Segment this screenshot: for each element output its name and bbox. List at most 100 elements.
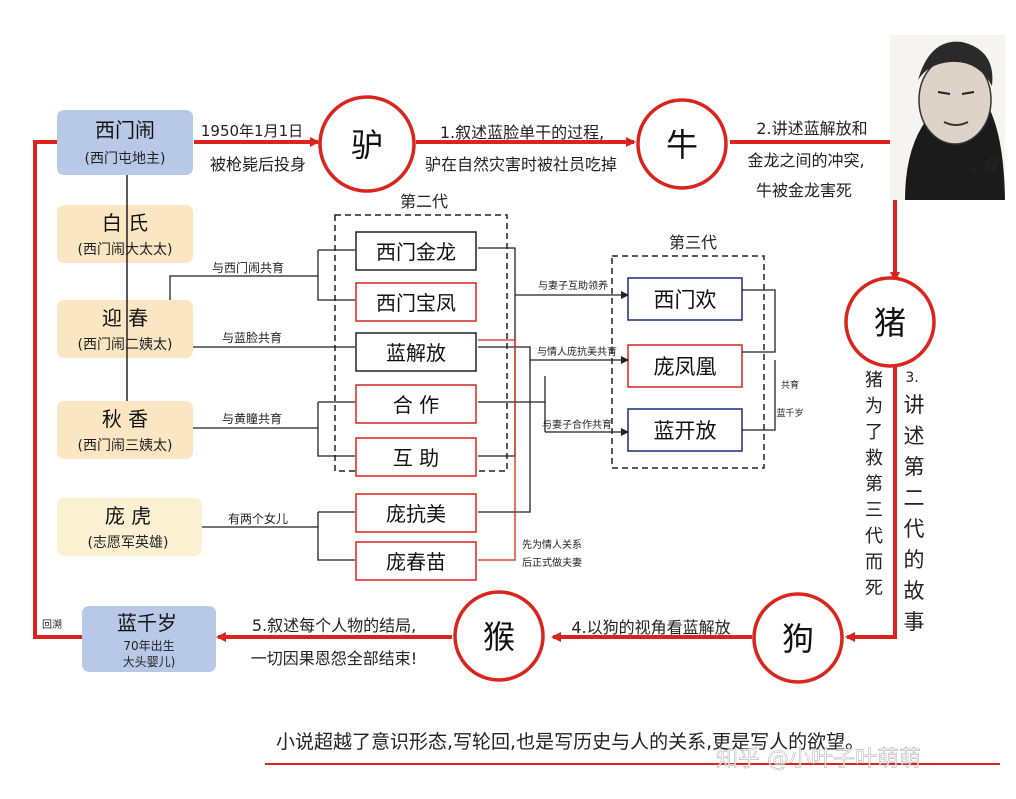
stage5-title: 5.叙述每个人物的结局, — [252, 616, 416, 635]
third-gen-item: 蓝开放 — [627, 408, 743, 452]
relation-with-ximen: 与西门闹共育 — [212, 260, 284, 275]
second-gen-label: 西门宝凤 — [376, 291, 456, 315]
stage3-note-char: 代 — [865, 526, 883, 547]
second-gen-title: 第二代 — [400, 192, 448, 211]
stage3-note-char: 救 — [865, 448, 883, 469]
second-gen-item: 蓝解放 — [355, 332, 477, 372]
stage0-date: 1950年1月1日 — [201, 122, 303, 140]
svg-text:蓝千岁: 蓝千岁 — [117, 611, 177, 635]
second-gen-label: 庞抗美 — [386, 502, 446, 526]
relation-then-married: 后正式做夫妻 — [522, 556, 582, 569]
relation-raised1: 共育 — [781, 379, 799, 391]
third-gen-title: 第三代 — [669, 233, 717, 252]
relation-jinlong-huzhu: 与妻子互助领养 — [538, 279, 608, 292]
animal-node-ox: 牛 — [636, 98, 728, 190]
svg-text:(志愿军英雄): (志愿军英雄) — [88, 534, 169, 551]
stage3-title-char: 事 — [904, 610, 925, 634]
svg-text:秋 香: 秋 香 — [102, 407, 148, 431]
stage2-note2: 牛被金龙害死 — [756, 181, 852, 200]
stage3-note-char: 猪 — [865, 370, 883, 391]
svg-text:迎 春: 迎 春 — [102, 306, 148, 330]
summary-text: 小说超越了意识形态,写轮回,也是写历史与人的关系,更是写人的欲望。 — [276, 731, 864, 753]
stage2-title: 2.讲述蓝解放和 — [756, 119, 867, 138]
svg-text:(西门闹大太太): (西门闹大太太) — [78, 242, 173, 258]
stage3-note-char: 死 — [865, 578, 883, 599]
stage3-note-char: 为 — [865, 396, 883, 417]
svg-text:(西门闹二姨太): (西门闹二姨太) — [78, 337, 173, 353]
stage2-note1: 金龙之间的冲突, — [747, 151, 864, 170]
character-ximen-nao: 西门闹 (西门屯地主) — [57, 110, 193, 175]
svg-text:狗: 狗 — [782, 620, 814, 658]
stage4-title: 4.以狗的视角看蓝解放 — [571, 618, 730, 637]
svg-text:牛: 牛 — [666, 126, 698, 164]
relation-jiefang-lover: 与情人庞抗美共育 — [537, 345, 617, 358]
animal-node-pig: 猪 — [844, 276, 936, 368]
stage3-title-char: 故 — [904, 579, 925, 603]
stage3-number: 3. — [905, 370, 918, 386]
second-gen-item: 庞春苗 — [355, 541, 477, 581]
svg-text:庞 虎: 庞 虎 — [105, 504, 151, 528]
second-gen-item: 庞抗美 — [355, 493, 477, 533]
relation-raised2: 蓝千岁 — [776, 407, 803, 419]
character-qiu-xiang: 秋 香 (西门闹三姨太) — [57, 401, 193, 459]
animal-node-dog: 狗 — [752, 592, 844, 684]
svg-text:70年出生: 70年出生 — [123, 639, 174, 653]
stage3-title-char: 第 — [904, 455, 925, 479]
stage3-title-char: 二 — [904, 486, 925, 510]
relation-connectors — [169, 247, 776, 561]
relation-with-huangtong: 与黄瞳共育 — [222, 411, 282, 426]
author-portrait: 𝓜 — [890, 35, 1005, 200]
svg-text:猪: 猪 — [874, 304, 906, 342]
second-gen-label: 蓝解放 — [386, 341, 446, 365]
lover-connector — [478, 339, 516, 561]
stage3-title-char: 代 — [904, 517, 925, 541]
stage1-note: 驴在自然灾害时被社员吃掉 — [425, 155, 617, 174]
stage3-title-char: 讲 — [904, 393, 925, 417]
svg-text:白 氏: 白 氏 — [102, 211, 148, 235]
relation-lover-first: 先为情人关系 — [522, 538, 582, 551]
character-ying-chun: 迎 春 (西门闹二姨太) — [57, 300, 193, 358]
svg-text:猴: 猴 — [483, 618, 515, 656]
svg-text:(西门屯地主): (西门屯地主) — [85, 151, 166, 167]
second-gen-label: 西门金龙 — [376, 240, 456, 264]
huisu-label: 回溯 — [42, 618, 62, 631]
svg-text:(西门闹三姨太): (西门闹三姨太) — [78, 438, 173, 454]
second-gen-label: 互 助 — [393, 446, 439, 470]
svg-text:西门闹: 西门闹 — [95, 118, 155, 142]
third-gen-label: 西门欢 — [654, 288, 717, 312]
second-gen-label: 合 作 — [393, 393, 439, 417]
watermark: 知乎 @小叶子叶萌萌 — [716, 747, 921, 772]
stage3-title-char: 的 — [904, 548, 925, 572]
relation-two-daughters: 有两个女儿 — [228, 511, 288, 526]
character-pang-hu: 庞 虎 (志愿军英雄) — [57, 498, 202, 556]
relation-with-lanlian: 与蓝脸共育 — [222, 330, 282, 345]
stage3-note-char: 而 — [865, 552, 883, 573]
stage3-note-char: 第 — [865, 474, 883, 495]
animal-node-donkey: 驴 — [318, 95, 416, 193]
third-gen-item: 西门欢 — [627, 277, 743, 321]
animal-node-monkey: 猴 — [453, 590, 545, 682]
third-gen-label: 蓝开放 — [654, 419, 717, 443]
stage0-note: 被枪毙后投身 — [210, 155, 306, 174]
character-bai-shi: 白 氏 (西门闹大太太) — [57, 205, 193, 263]
third-gen-frame — [611, 255, 765, 469]
stage5-note: 一切因果恩怨全部结束! — [251, 649, 417, 668]
second-gen-item: 西门金龙 — [355, 231, 477, 271]
third-gen-label: 庞凤凰 — [654, 355, 717, 379]
author-signature: 𝓜 — [972, 150, 1002, 178]
second-gen-item: 合 作 — [355, 384, 477, 424]
stage3-note-char: 三 — [865, 500, 883, 521]
third-gen-item: 庞凤凰 — [627, 344, 743, 388]
stage3-note-char: 了 — [865, 422, 883, 443]
stage1-title: 1.叙述蓝脸单干的过程, — [440, 123, 604, 142]
stage3-title-char: 述 — [904, 424, 925, 448]
second-gen-item: 互 助 — [355, 437, 477, 477]
relation-jiefang-hezuo: 与妻子合作共育 — [542, 418, 612, 431]
svg-text:驴: 驴 — [351, 126, 383, 164]
svg-text:大头婴儿): 大头婴儿) — [123, 655, 176, 669]
